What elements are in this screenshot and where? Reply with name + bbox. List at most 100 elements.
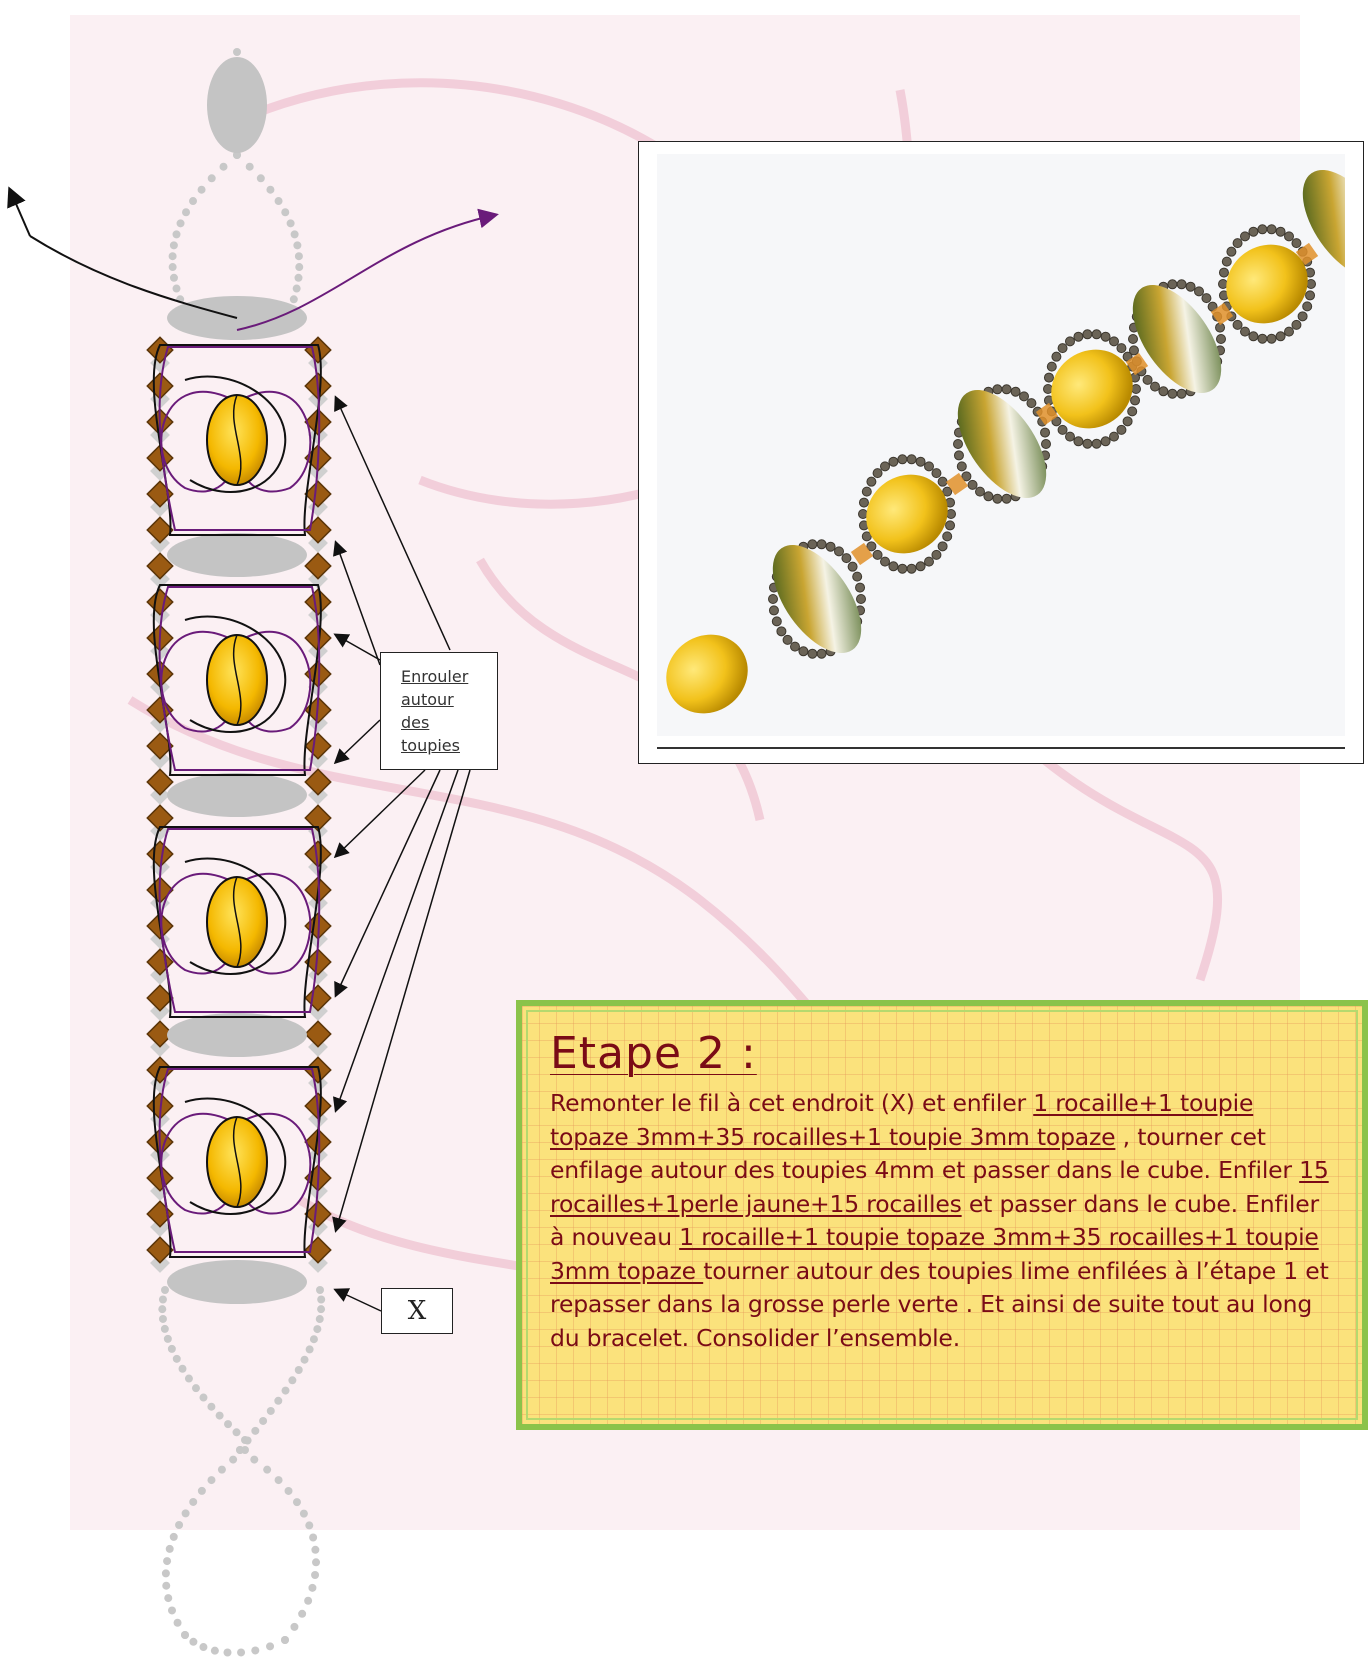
photo-seed-bead <box>1011 387 1020 396</box>
segment-4 <box>154 1067 321 1257</box>
photo-seed-bead <box>1202 294 1211 303</box>
photo-seed-bead <box>1298 312 1307 321</box>
photo-seed-bead <box>946 521 955 530</box>
photo-seed-bead <box>817 540 826 549</box>
seed-bead <box>207 1403 215 1411</box>
seed-bead <box>169 252 177 260</box>
photo-seed-bead <box>1249 332 1258 341</box>
seed-bead <box>267 1407 275 1415</box>
photo-seed-bead <box>1292 320 1301 329</box>
photo-seed-bead <box>1222 257 1231 266</box>
seed-bead <box>218 1466 226 1474</box>
photo-seed-bead <box>777 627 786 636</box>
seed-bead <box>317 1295 325 1303</box>
seed-bead <box>236 1446 244 1454</box>
seed-bead <box>251 1427 259 1435</box>
photo-seed-bead <box>1258 334 1267 343</box>
seed-bead <box>233 1428 241 1436</box>
seed-bead <box>311 1546 319 1554</box>
photo-seed-bead <box>954 451 963 460</box>
seed-bead <box>192 1384 200 1392</box>
photo-seed-bead <box>947 510 956 519</box>
seed-bead <box>189 197 197 205</box>
photo-seed-bead <box>859 510 868 519</box>
seed-bead <box>181 1631 189 1639</box>
bracelet-photo-frame <box>638 141 1364 764</box>
photo-seed-bead <box>898 455 907 464</box>
photo-seed-bead <box>859 498 868 507</box>
beading-diagram <box>0 0 560 1671</box>
photo-seed-bead <box>1052 352 1061 361</box>
seed-bead <box>216 1412 224 1420</box>
photo-seed-bead <box>1143 375 1152 384</box>
photo-seed-bead <box>1151 382 1160 391</box>
photo-seed-bead <box>853 572 862 581</box>
photo-seed-bead <box>943 532 952 541</box>
photo-seed-bead <box>1101 437 1110 446</box>
photo-seed-bead <box>1117 344 1126 353</box>
seed-bead <box>159 1315 167 1323</box>
photo-seed-bead <box>889 457 898 466</box>
seed-bead <box>251 1646 259 1654</box>
seed-bead <box>304 1597 312 1605</box>
topaz-bicone <box>305 1021 330 1046</box>
photo-seed-bead <box>1249 227 1258 236</box>
position-marker-label: X <box>408 1296 427 1326</box>
topaz-bicone <box>305 769 330 794</box>
seed-bead <box>224 1420 232 1428</box>
seed-bead <box>161 1286 169 1294</box>
seed-bead <box>298 1610 306 1618</box>
photo-seed-bead <box>1233 239 1242 248</box>
seed-bead <box>312 1558 320 1566</box>
photo-seed-bead <box>1307 280 1316 289</box>
wrap-callout-line-3: des <box>401 711 487 734</box>
photo-seed-bead <box>1027 399 1036 408</box>
photo-seed-bead <box>1002 385 1011 394</box>
photo-seed-bead <box>916 562 925 571</box>
step-instructions: Remonter le fil à cet endroit (X) et enf… <box>550 1087 1336 1355</box>
seed-bead <box>229 1456 237 1464</box>
seed-bead <box>164 1594 172 1602</box>
topaz-bicone <box>147 517 172 542</box>
photo-seed-bead <box>1117 425 1126 434</box>
seed-bead <box>295 263 303 271</box>
wrap-callout-line-4: toupies <box>401 734 487 757</box>
seed-bead <box>290 295 298 303</box>
photo-seed-bead <box>799 647 808 656</box>
photo-seed-bead <box>1020 392 1029 401</box>
seed-bead <box>211 1647 219 1655</box>
seed-bead <box>282 1387 290 1395</box>
photo-seed-bead <box>925 557 934 566</box>
bottom-strand-1 <box>158 1286 249 1444</box>
photo-seed-bead <box>1058 344 1067 353</box>
seed-bead <box>266 186 274 194</box>
photo-seed-bead <box>1131 396 1140 405</box>
seed-bead <box>316 1315 324 1323</box>
photo-seed-bead <box>1241 232 1250 241</box>
seed-bead <box>189 1498 197 1506</box>
photo-seed-bead <box>1195 287 1204 296</box>
seed-bead <box>295 1366 303 1374</box>
photo-seed-bead <box>1267 334 1276 343</box>
seed-bead <box>311 1571 319 1579</box>
photo-seed-bead <box>1044 373 1053 382</box>
seed-bead <box>313 1325 321 1333</box>
photo-seed-bead <box>925 462 934 471</box>
photo-seed-bead <box>808 649 817 658</box>
photo-seed-bead <box>1276 227 1285 236</box>
seed-bead <box>281 1636 289 1644</box>
photo-seed-bead <box>835 547 844 556</box>
photo-seed-bead <box>873 550 882 559</box>
wrap-callout-box: Enrouler autour des toupies <box>380 652 498 770</box>
seed-bead <box>185 1375 193 1383</box>
wrap-leader-arrow <box>336 770 425 856</box>
photo-seed-bead <box>1129 335 1138 344</box>
wrap-leader-arrow <box>336 770 458 1110</box>
photo-seed-bead <box>993 385 1002 394</box>
seed-bead <box>173 1355 181 1363</box>
seed-bead <box>250 1456 258 1464</box>
seed-bead <box>274 1397 282 1405</box>
seed-bead <box>291 230 299 238</box>
photo-seed-bead <box>783 635 792 644</box>
photo-seed-bead <box>1292 239 1301 248</box>
